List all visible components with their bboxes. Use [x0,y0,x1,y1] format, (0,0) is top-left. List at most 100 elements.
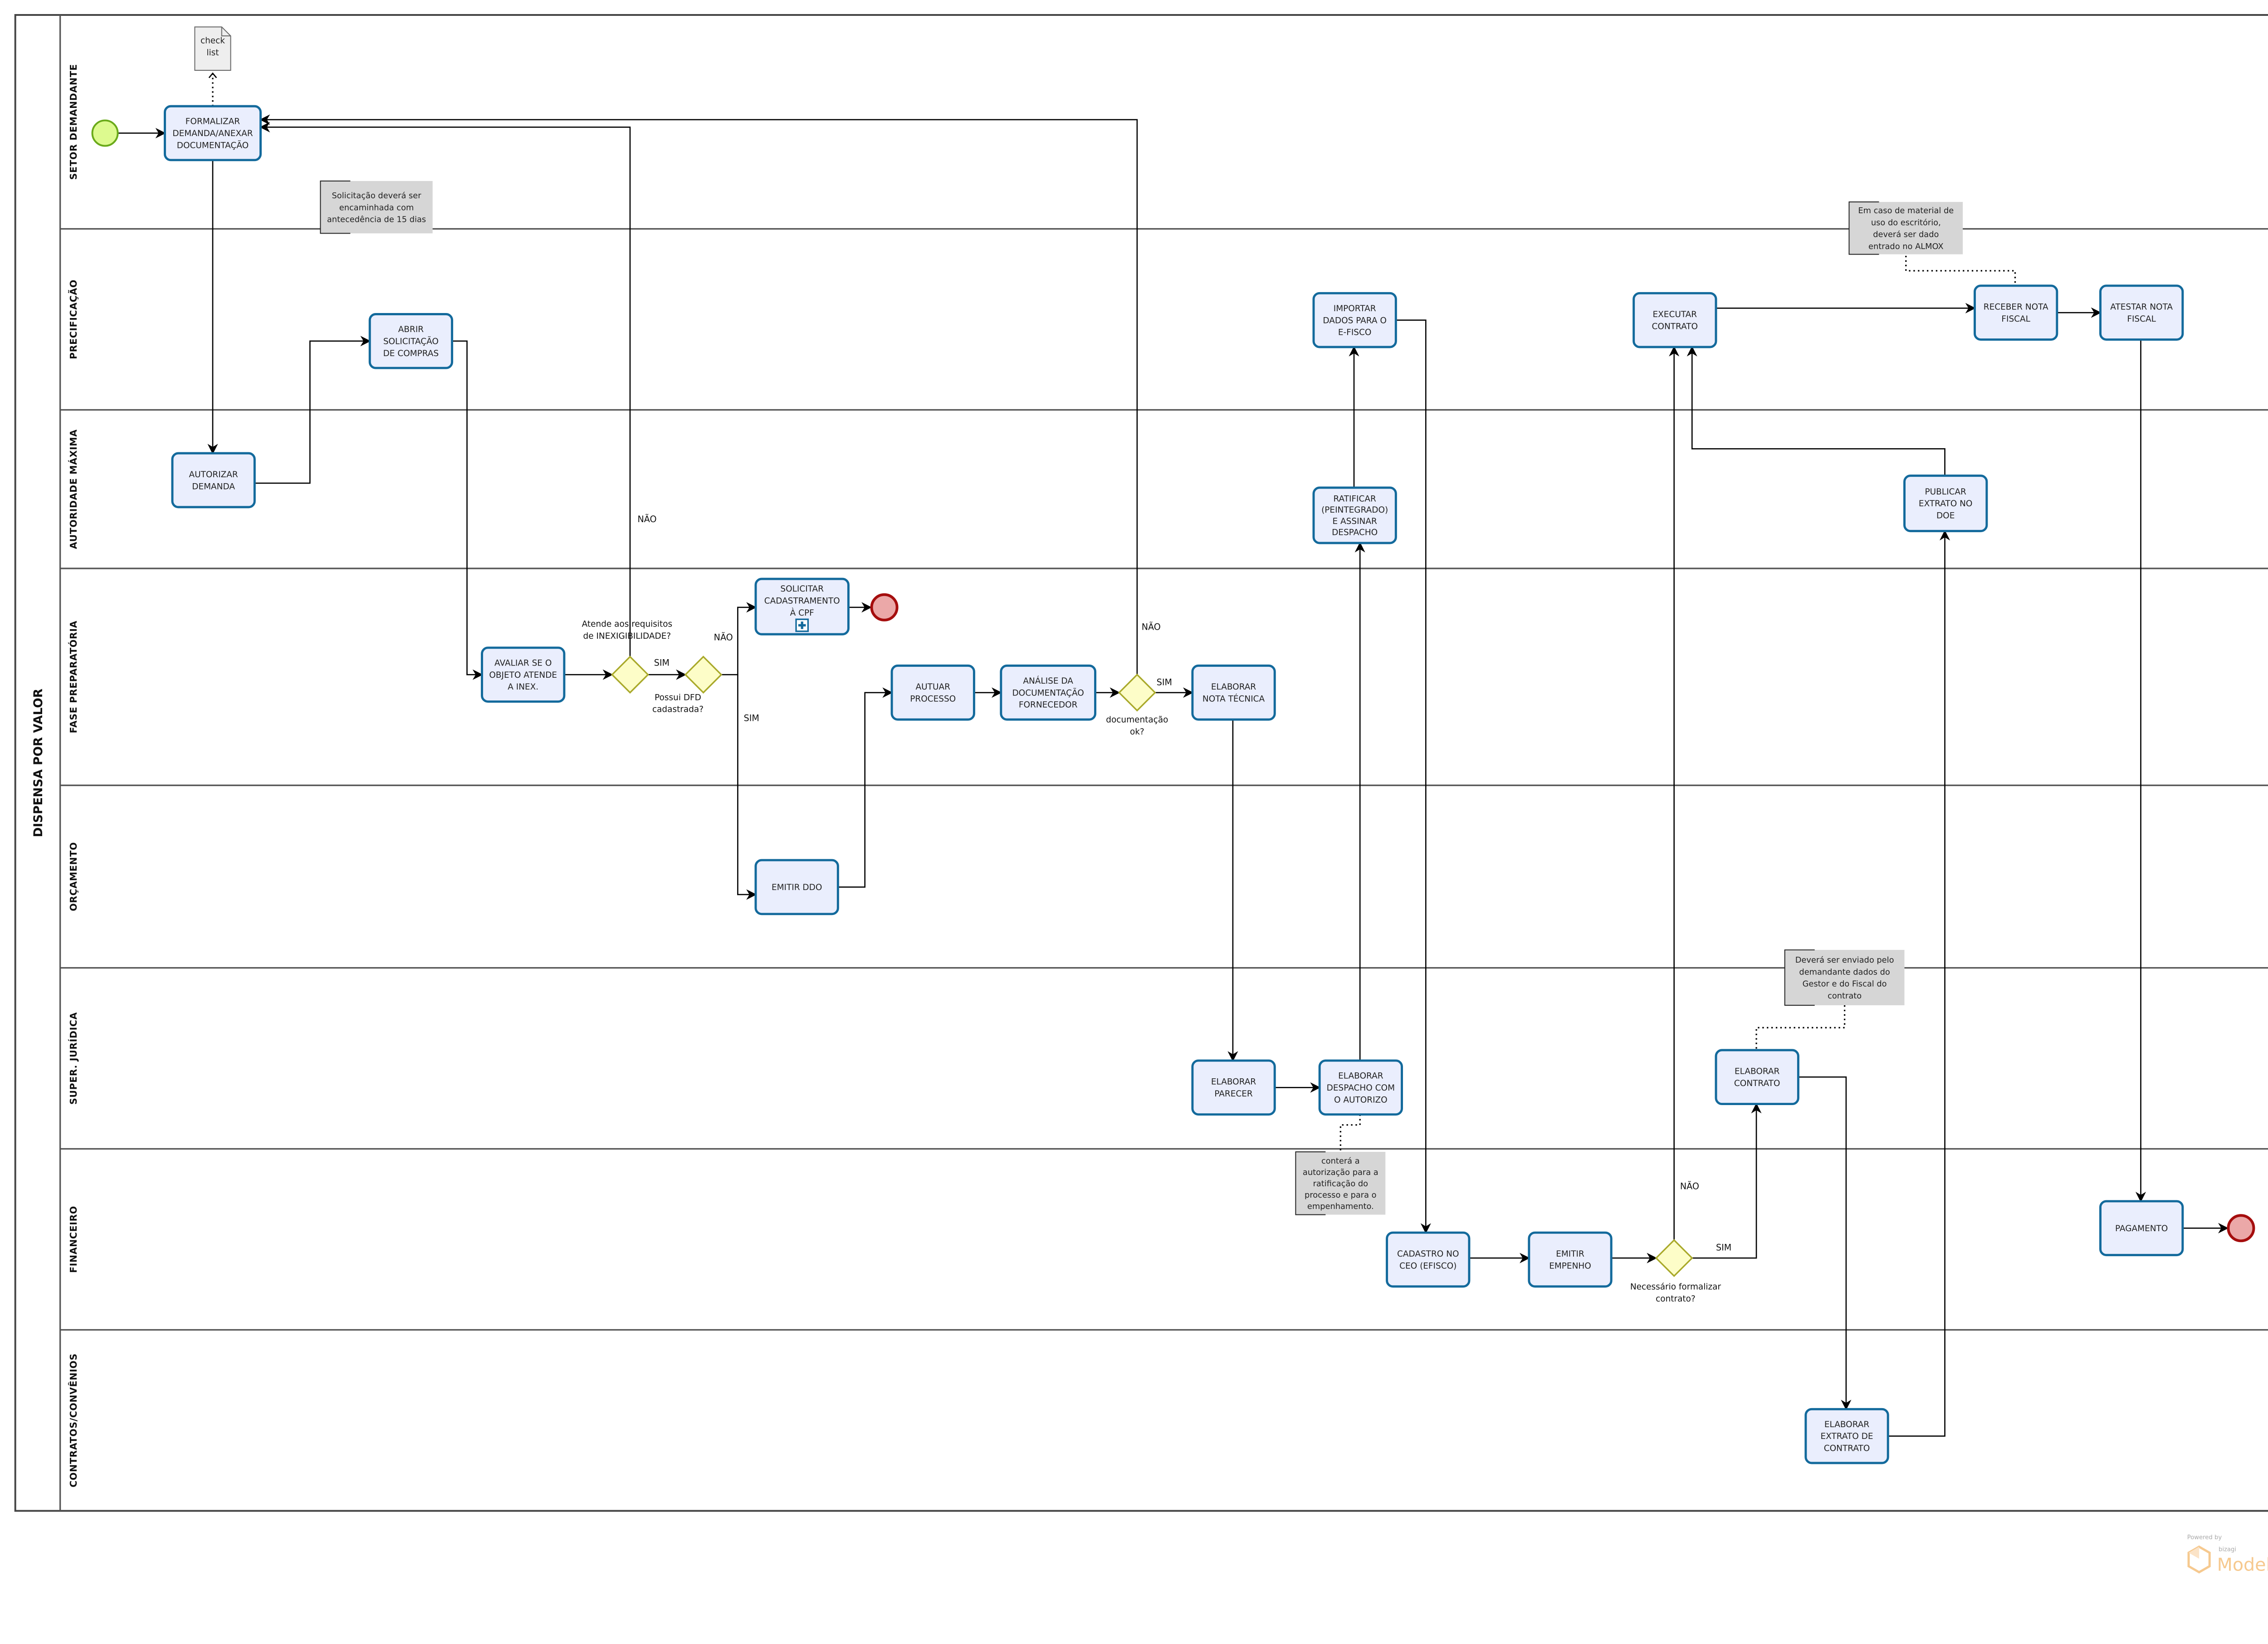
lane-label: FASE PREPARATÓRIA [68,621,79,733]
task-emitir-ddo[interactable]: EMITIR DDO [754,859,839,915]
flow-label-inex-sim: SIM [654,657,670,668]
annotation-text-line: empenhamento. [1307,1202,1374,1211]
annotation-text-line: Em caso de material de [1858,206,1954,215]
annotation-text-line: entrado no ALMOX [1868,242,1944,251]
flow-label-dfd-sim: SIM [744,713,759,723]
sequence-flow[interactable] [452,340,483,680]
task-shape [1191,664,1276,721]
lane-label: SETOR DEMANDANTE [68,64,79,180]
task-label-line: RATIFICAR [1333,494,1376,504]
gateway-question-line: contrato? [1656,1294,1696,1304]
task-shape [1804,1408,1889,1464]
task-cadastro-ceo[interactable]: CADASTRO NO CEO (EFISCO) [1386,1231,1471,1288]
task-label-line: CADASTRO NO [1397,1249,1459,1259]
gateway-question-line: Necessário formalizar [1630,1282,1721,1292]
sequence-flow[interactable] [1686,346,1945,476]
sequence-flow[interactable] [254,336,371,484]
gateway-formalizar-contrato[interactable]: Necessário formalizar contrato? [1630,1239,1721,1304]
end-event[interactable] [870,593,899,621]
task-label-line: RECEBER NOTA [1984,303,2048,312]
task-shape [1386,1231,1471,1288]
task-label: CADASTRO NO CEO (EFISCO) [1397,1249,1459,1271]
sequence-flow[interactable] [1396,319,1431,1234]
task-label-line: CEO (EFISCO) [1399,1261,1457,1271]
sequence-flow[interactable] [737,675,757,900]
annotation-text-line: antecedência de 15 dias [327,215,426,225]
sequence-flow[interactable] [838,687,893,888]
flow-label-contrato-sim: SIM [1716,1243,1731,1253]
task-label-line: O AUTORIZO [1334,1095,1388,1105]
exclusive-gateway-diamond [684,656,723,694]
task-label-line: ABRIR [398,325,424,334]
task-label-line: IMPORTAR [1334,304,1376,313]
task-label-line: CONTRATO [1652,322,1698,331]
subprocess-plus-icon[interactable] [795,618,809,632]
lane-label: AUTORIDADE MÁXIMA [68,429,79,549]
flow-label-doc-sim: SIM [1157,677,1172,687]
flow-label-inex-nao: NÃO [637,514,656,524]
end-event[interactable] [2227,1214,2255,1243]
annotation-text-line: autorização para a [1303,1168,1378,1177]
sequence-flow[interactable] [1692,1103,1762,1259]
task-label-line: CADASTRAMENTO [764,597,840,606]
start-event[interactable] [91,119,119,147]
task-label-line: FISCAL [2127,314,2156,324]
sequence-flow[interactable] [259,114,1138,675]
annotation-box [1295,1152,1386,1215]
task-shape [1974,284,2058,341]
modeler-hexagon-icon [2187,1545,2211,1574]
lane-label: CONTRATOS/CONVÊNIOS [68,1353,79,1487]
annotation-text-line: ratificação do [1313,1179,1368,1189]
task-label: EMITIR DDO [772,883,822,892]
lane: AUTORIDADE MÁXIMA [60,409,2268,549]
sequence-flow[interactable] [259,122,631,657]
sequence-flow[interactable] [1888,530,1950,1437]
association [1339,1114,1361,1152]
pool-border [14,14,2268,1512]
task-shape [481,646,566,703]
annotation-text-line: demandante dados do [1799,967,1890,977]
task-pagamento[interactable]: PAGAMENTO [2099,1200,2184,1257]
task-shape [1633,292,1717,348]
gateway-question-line: cadastrada? [652,705,704,714]
annotation-text-line: deverá ser dado [1873,230,1939,240]
sequence-flow[interactable] [721,602,757,675]
sequence-flow[interactable] [1798,1076,1852,1410]
